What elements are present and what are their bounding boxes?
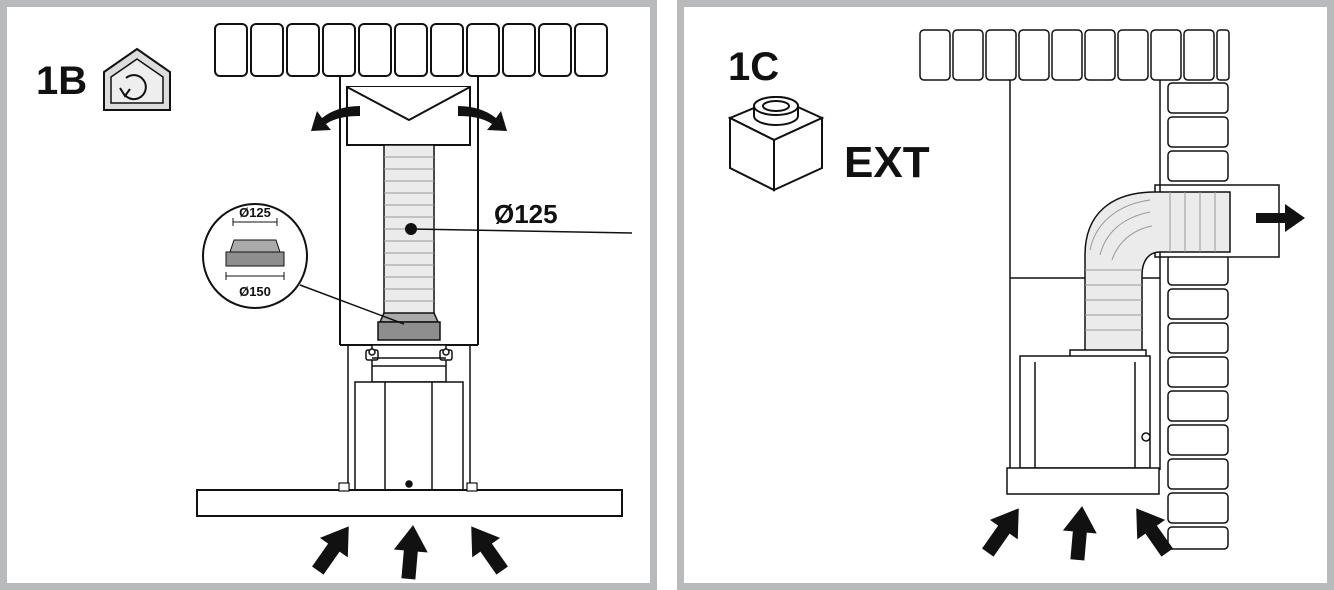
intake-arrow-left	[303, 516, 363, 581]
ducting-box-icon	[727, 96, 825, 192]
duct-diameter-label: Ø125	[494, 199, 558, 229]
exhaust-arrow-out	[1256, 204, 1305, 232]
hood-canopy	[196, 489, 623, 517]
motor-unit	[347, 344, 471, 491]
duct-elbow	[1084, 191, 1231, 353]
panel-1b: Ø125	[0, 0, 657, 590]
ceiling-bricks	[214, 23, 608, 77]
intake-arrow-center	[1060, 504, 1100, 562]
exhaust-arrow-right	[458, 106, 507, 131]
intake-arrow-center	[391, 523, 431, 581]
panel-1b-label: 1B	[36, 59, 87, 103]
inset-bottom-label: Ø150	[239, 284, 271, 299]
intake-arrow-right	[457, 516, 517, 581]
duct-leader-line	[410, 228, 633, 234]
air-deflector	[346, 86, 471, 146]
adapter-inset: Ø125 Ø150	[202, 203, 405, 325]
intake-arrow-left	[973, 498, 1033, 563]
panel-1c-label: 1C	[728, 45, 779, 89]
recirculation-house-icon	[103, 47, 171, 111]
ceiling-bricks	[919, 29, 1230, 81]
panel-1c-drawing: 1C EXT	[727, 29, 1305, 563]
hood-canopy	[1006, 467, 1160, 495]
inset-top-label: Ø125	[239, 205, 271, 220]
ext-mode-label: EXT	[844, 138, 930, 187]
wall-bricks	[1167, 82, 1229, 550]
motor-unit	[1019, 349, 1151, 469]
panel-1b-drawing: Ø125	[36, 23, 633, 581]
panel-1c: 1C EXT	[677, 0, 1334, 590]
exhaust-arrow-left	[311, 106, 360, 131]
